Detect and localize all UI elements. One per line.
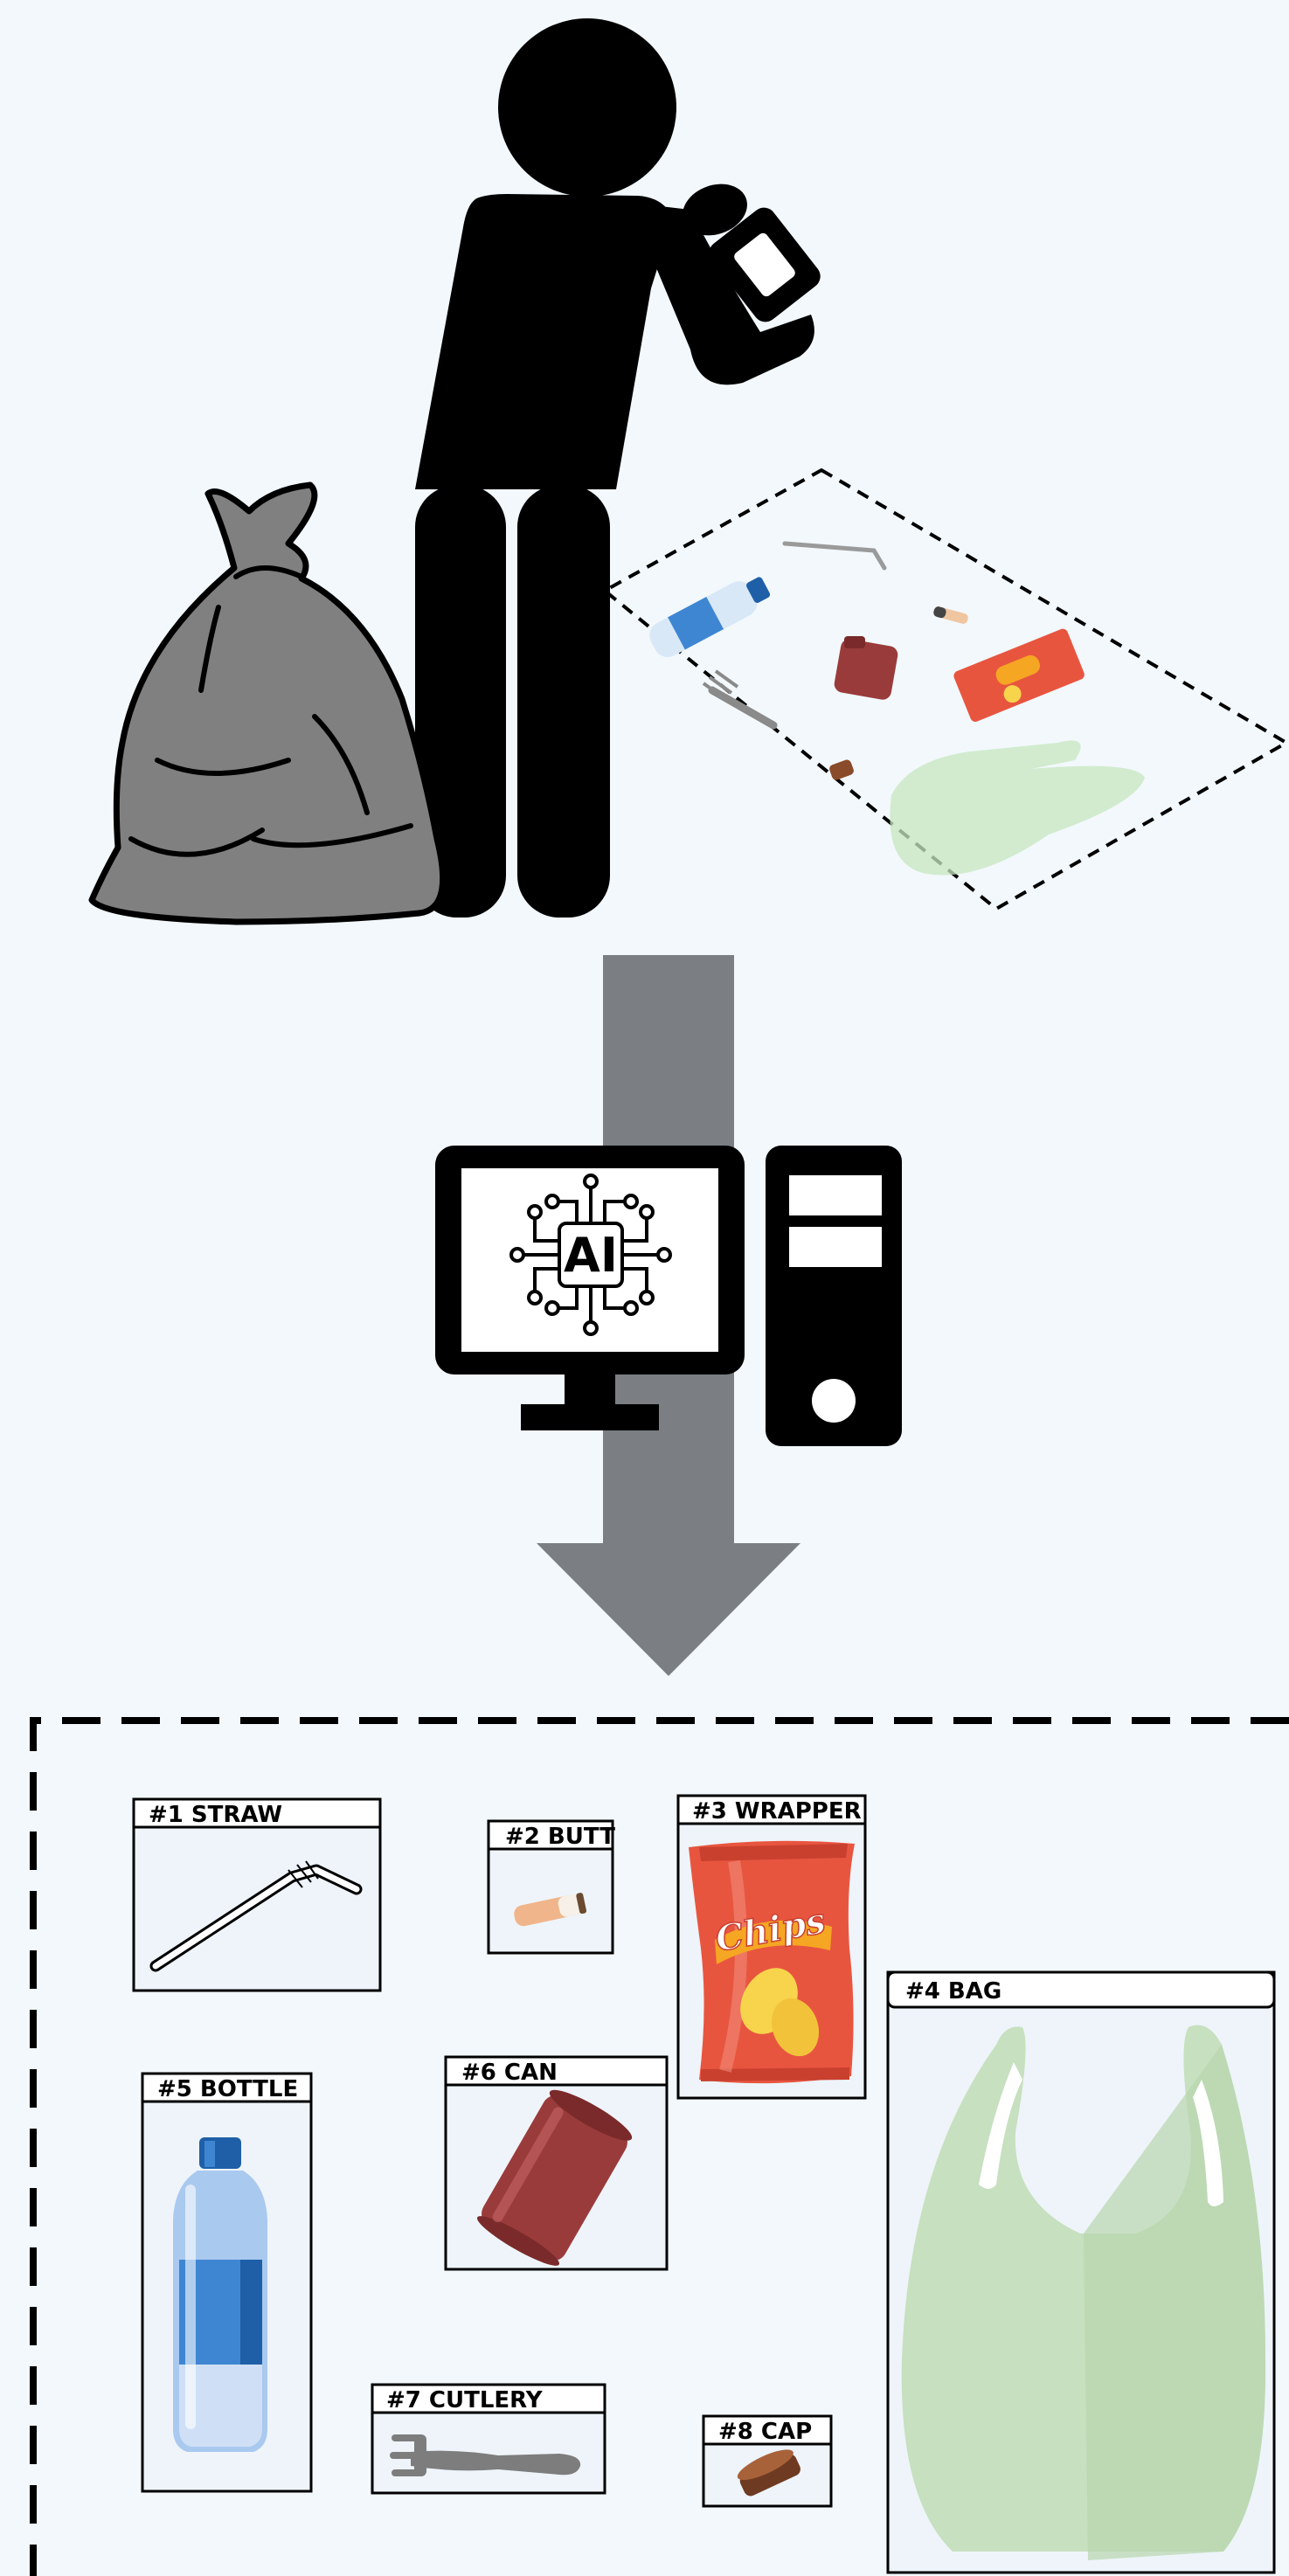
label-cutlery: #7 CUTLERY [386,2387,544,2413]
detection-box-can: #6 CAN [446,2057,667,2272]
detection-box-cutlery: #7 CUTLERY [372,2385,605,2493]
label-cap: #8 CAP [718,2419,812,2445]
label-can: #6 CAN [461,2060,558,2086]
person-figure [415,18,814,918]
chips-wrapper-icon: Chips [689,1841,855,2083]
wrapper-litter [953,627,1086,724]
person-head [498,18,676,197]
detection-box-cap: #8 CAP [703,2416,831,2506]
label-wrapper: #3 WRAPPER [692,1798,862,1825]
bottle-litter [645,570,775,662]
ai-label: AI [564,1228,618,1283]
person-right-leg [517,485,610,918]
water-bottle-icon [173,2137,267,2452]
trash-bag-icon [92,485,443,922]
label-butt: #2 BUTT [505,1824,615,1850]
can-litter [833,636,899,701]
litter-area [605,470,1286,909]
detection-box-bottle: #5 BOTTLE [142,2074,311,2491]
label-bottle: #5 BOTTLE [157,2076,298,2102]
butt-litter [932,606,969,625]
detection-box-butt: #2 BUTT [489,1821,615,1953]
label-straw: #1 STRAW [149,1802,282,1828]
detection-box-wrapper: #3 WRAPPER Chips [678,1796,865,2098]
cap-litter [828,758,856,781]
label-bag: #4 BAG [905,1978,1001,2005]
detection-box-bag: #4 BAG [888,1972,1274,2573]
straw-litter [785,544,884,568]
bag-litter [890,741,1145,876]
detection-box-straw: #1 STRAW [134,1799,380,1991]
person-torso [415,194,673,489]
